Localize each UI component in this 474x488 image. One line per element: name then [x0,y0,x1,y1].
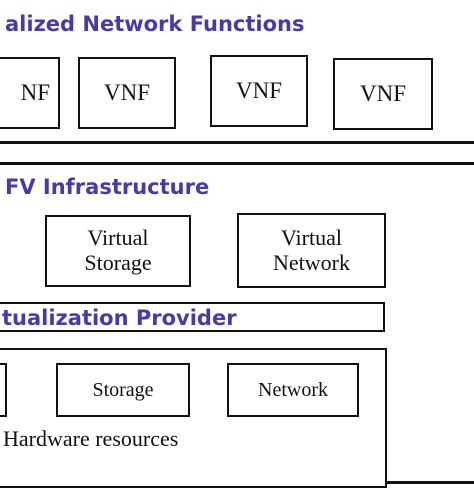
nfvi-section-title: FV Infrastructure [5,175,210,199]
vnf-box-4: VNF [333,58,433,130]
vnf-box-2: VNF [78,57,176,129]
hardware-network-box: Network [227,363,359,417]
virtual-storage-box: Virtual Storage [45,215,191,287]
hardware-resources-label: Hardware resources [3,426,179,451]
virtualization-provider-bar [0,302,385,332]
virtual-storage-label: Virtual Storage [84,225,152,275]
virtualization-provider-title: tualization Provider [2,306,237,330]
hardware-compute-box [0,363,7,417]
hardware-storage-box: Storage [56,363,190,417]
virtual-network-label: Virtual Network [273,224,350,275]
virtual-network-box: Virtual Network [237,213,386,288]
vnf-box-1: NF [0,57,60,129]
vnf-section-title: alized Network Functions [5,12,305,36]
vnf-box-3: VNF [210,55,308,127]
